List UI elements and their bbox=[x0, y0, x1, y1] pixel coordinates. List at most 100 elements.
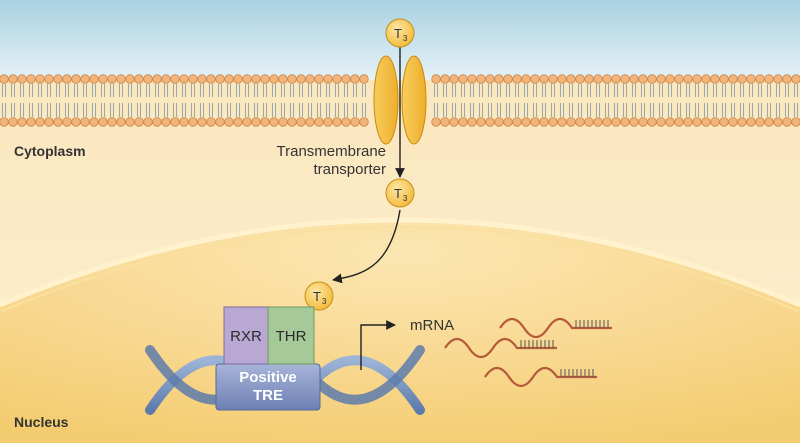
transporter-label-line1: Transmembrane bbox=[277, 143, 386, 160]
tre-label-line1: Positive bbox=[239, 369, 297, 386]
rxr-receptor: RXR bbox=[223, 306, 269, 365]
lipid-head bbox=[755, 74, 765, 84]
membrane-tails bbox=[2, 84, 798, 117]
lipid-head bbox=[512, 117, 522, 127]
lipid-head bbox=[161, 74, 171, 84]
lipid-head bbox=[314, 117, 324, 127]
lipid-head bbox=[161, 117, 171, 127]
lipid-head bbox=[674, 117, 684, 127]
thr-receptor: THR bbox=[267, 306, 315, 365]
lipid-head bbox=[485, 117, 495, 127]
lipid-head bbox=[287, 74, 297, 84]
lipid-head bbox=[737, 117, 747, 127]
lipid-head bbox=[53, 74, 63, 84]
lipid-head bbox=[476, 117, 486, 127]
mrna-label: mRNA bbox=[410, 317, 454, 334]
lipid-head bbox=[566, 74, 576, 84]
lipid-head bbox=[188, 117, 198, 127]
lipid-head bbox=[791, 117, 800, 127]
lipid-head bbox=[530, 117, 540, 127]
lipid-head bbox=[89, 74, 99, 84]
lipid-head bbox=[332, 74, 342, 84]
lipid-head bbox=[287, 117, 297, 127]
t3-hormone-icon: T 3 bbox=[385, 178, 415, 208]
lipid-head bbox=[440, 117, 450, 127]
lipid-head bbox=[548, 74, 558, 84]
lipid-head bbox=[224, 74, 234, 84]
lipid-head bbox=[530, 74, 540, 84]
lipid-head bbox=[647, 74, 657, 84]
t3-subscript: 3 bbox=[322, 297, 327, 306]
lipid-head bbox=[773, 117, 783, 127]
lipid-head bbox=[737, 74, 747, 84]
lipid-head bbox=[224, 117, 234, 127]
lipid-head bbox=[494, 117, 504, 127]
lipid-head bbox=[647, 117, 657, 127]
lipid-head bbox=[278, 74, 288, 84]
lipid-head bbox=[440, 74, 450, 84]
lipid-head bbox=[125, 117, 135, 127]
lipid-head bbox=[242, 74, 252, 84]
lipid-head bbox=[215, 74, 225, 84]
lipid-head bbox=[539, 117, 549, 127]
lipid-head bbox=[116, 74, 126, 84]
lipid-head bbox=[620, 74, 630, 84]
lipid-head bbox=[233, 117, 243, 127]
lipid-head bbox=[134, 74, 144, 84]
lipid-head bbox=[602, 74, 612, 84]
lipid-head bbox=[584, 74, 594, 84]
lipid-head bbox=[44, 117, 54, 127]
lipid-head bbox=[107, 117, 117, 127]
lipid-head bbox=[71, 74, 81, 84]
lipid-head bbox=[359, 74, 369, 84]
lipid-head bbox=[467, 74, 477, 84]
lipid-head bbox=[764, 74, 774, 84]
lipid-head bbox=[710, 74, 720, 84]
membrane-channel-icon bbox=[373, 55, 427, 145]
lipid-head bbox=[728, 117, 738, 127]
lipid-head bbox=[152, 117, 162, 127]
lipid-head bbox=[26, 117, 36, 127]
lipid-head bbox=[593, 117, 603, 127]
lipid-head bbox=[242, 117, 252, 127]
t3-subscript: 3 bbox=[403, 194, 408, 203]
lipid-head bbox=[260, 74, 270, 84]
lipid-head bbox=[152, 74, 162, 84]
cytoplasm-label: Cytoplasm bbox=[14, 143, 86, 159]
lipid-head bbox=[593, 74, 603, 84]
lipid-head bbox=[0, 74, 9, 84]
lipid-head bbox=[296, 74, 306, 84]
lipid-head bbox=[629, 74, 639, 84]
nuclear-entry-arrow bbox=[332, 209, 401, 284]
lipid-head bbox=[458, 117, 468, 127]
lipid-head bbox=[98, 117, 108, 127]
lipid-head bbox=[773, 74, 783, 84]
lipid-head bbox=[179, 117, 189, 127]
t3-hormone-icon: T 3 bbox=[304, 281, 334, 311]
lipid-head bbox=[575, 117, 585, 127]
lipid-head bbox=[521, 117, 531, 127]
lipid-head bbox=[251, 117, 261, 127]
lipid-head bbox=[341, 74, 351, 84]
lipid-head bbox=[44, 74, 54, 84]
mrna-strand-icon bbox=[499, 317, 612, 339]
lipid-head bbox=[89, 117, 99, 127]
lipid-head bbox=[566, 117, 576, 127]
lipid-head bbox=[503, 117, 513, 127]
lipid-head bbox=[251, 74, 261, 84]
lipid-head bbox=[179, 74, 189, 84]
lipid-head bbox=[431, 117, 441, 127]
lipid-head bbox=[710, 117, 720, 127]
lipid-head bbox=[620, 117, 630, 127]
lipid-head bbox=[0, 117, 9, 127]
lipid-head bbox=[665, 74, 675, 84]
transporter-label-line2: transporter bbox=[313, 161, 386, 178]
lipid-head bbox=[746, 74, 756, 84]
lipid-head bbox=[665, 117, 675, 127]
mrna-strand-icon bbox=[484, 366, 597, 388]
lipid-head bbox=[17, 74, 27, 84]
lipid-head bbox=[521, 74, 531, 84]
membrane-heads-outer bbox=[0, 74, 800, 84]
lipid-head bbox=[449, 74, 459, 84]
